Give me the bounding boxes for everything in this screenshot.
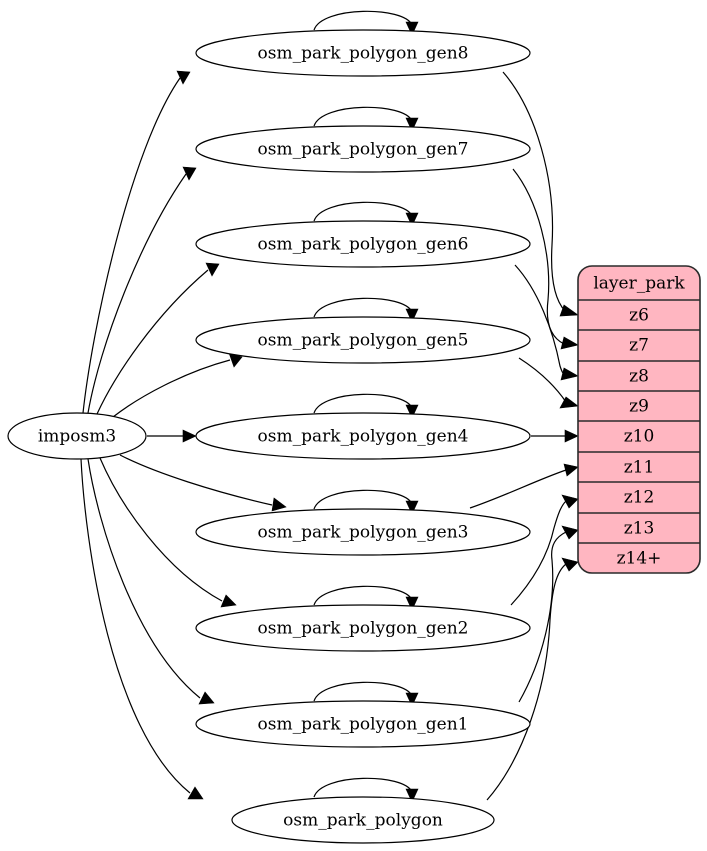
edge-osm_park_polygon_gen5-to-z9	[518, 357, 579, 409]
node-osm_park_polygon_gen6[interactable]: osm_park_polygon_gen6	[195, 201, 531, 268]
self-loop-osm_park_polygon_gen5	[313, 297, 419, 323]
edge-imposm3-to-osm_park_polygon_gen1	[87, 458, 215, 705]
node-osm_park_polygon_gen7[interactable]: osm_park_polygon_gen7	[195, 106, 531, 173]
self-loop-osm_park_polygon_gen3	[313, 489, 419, 515]
edge-osm_park_polygon_gen8-to-z6	[502, 71, 579, 317]
osm_park_polygon_gen1-ellipse[interactable]	[195, 700, 531, 748]
osm_park_polygon_gen3-ellipse[interactable]	[195, 508, 531, 556]
edge-osm_park_polygon_gen6-to-z8	[514, 264, 579, 381]
self-loop-osm_park_polygon_gen1	[313, 681, 419, 707]
edge-imposm3-to-osm_park_polygon_gen7	[87, 166, 197, 414]
node-osm_park_polygon_gen8[interactable]: osm_park_polygon_gen8	[195, 10, 531, 77]
self-loop-osm_park_polygon_gen6	[313, 201, 419, 227]
osm_park_polygon_gen8-ellipse[interactable]	[195, 29, 531, 77]
layer-row-z10[interactable]: z10	[624, 427, 655, 447]
layer-park-table-body	[577, 265, 701, 574]
osm_park_polygon-ellipse[interactable]	[231, 796, 495, 844]
edge-imposm3-to-osm_park_polygon_gen8	[82, 70, 191, 414]
node-osm_park_polygon_gen4[interactable]: osm_park_polygon_gen4	[195, 393, 531, 460]
edge-imposm3-to-osm_park_polygon	[80, 458, 204, 800]
self-loop-osm_park_polygon_gen4	[313, 393, 419, 419]
layer-row-z13[interactable]: z13	[624, 519, 655, 539]
osm_park_polygon_gen5-label: osm_park_polygon_gen5	[258, 331, 469, 351]
edge-group-tables-to-layer	[469, 71, 579, 801]
self-loop-osm_park_polygon_gen2	[313, 585, 419, 611]
self-loop-osm_park_polygon	[313, 777, 419, 803]
osm_park_polygon-label: osm_park_polygon	[283, 811, 443, 831]
osm_park_polygon_gen4-label: osm_park_polygon_gen4	[258, 427, 469, 447]
osm_park_polygon_gen4-ellipse[interactable]	[195, 412, 531, 460]
node-imposm3[interactable]: imposm3	[7, 412, 147, 460]
layer-row-z14plus[interactable]: z14+	[617, 549, 662, 569]
layer-row-z12[interactable]: z12	[624, 488, 655, 508]
layer-row-z11[interactable]: z11	[624, 458, 655, 478]
edge-osm_park_polygon_gen2-to-z12	[510, 494, 579, 606]
edge-imposm3-to-osm_park_polygon_gen6	[96, 262, 220, 415]
osm_park_polygon_gen7-ellipse[interactable]	[195, 125, 531, 173]
edge-osm_park_polygon_gen3-to-z11	[469, 463, 579, 509]
layer-row-z8[interactable]: z8	[629, 367, 649, 387]
self-loop-osm_park_polygon_gen7	[313, 106, 419, 132]
layer-park-table[interactable]: layer_park z6 z7 z8 z9 z10 z11 z12 z13 z…	[577, 265, 701, 574]
osm_park_polygon_gen5-ellipse[interactable]	[195, 316, 531, 364]
osm_park_polygon_gen3-label: osm_park_polygon_gen3	[258, 523, 469, 543]
osm_park_polygon_gen8-label: osm_park_polygon_gen8	[258, 44, 469, 64]
edge-osm_park_polygon_gen4-to-z10	[531, 429, 579, 443]
layer-row-z9[interactable]: z9	[629, 397, 649, 417]
osm_park_polygon_gen2-label: osm_park_polygon_gen2	[258, 619, 469, 639]
node-osm_park_polygon_gen3[interactable]: osm_park_polygon_gen3	[195, 489, 531, 556]
layer-park-header-label: layer_park	[593, 274, 685, 294]
layer-row-z6[interactable]: z6	[629, 306, 649, 326]
edge-imposm3-to-osm_park_polygon_gen5	[112, 352, 243, 418]
node-osm_park_polygon_gen2[interactable]: osm_park_polygon_gen2	[195, 585, 531, 652]
osm_park_polygon_gen2-ellipse[interactable]	[195, 604, 531, 652]
osm_park_polygon_gen7-label: osm_park_polygon_gen7	[258, 140, 469, 160]
edge-imposm3-to-osm_park_polygon_gen4	[147, 429, 197, 443]
node-osm_park_polygon_gen1[interactable]: osm_park_polygon_gen1	[195, 681, 531, 748]
node-osm_park_polygon[interactable]: osm_park_polygon	[231, 777, 495, 844]
edge-osm_park_polygon_gen1-to-z13	[518, 525, 579, 703]
edge-imposm3-to-osm_park_polygon_gen3	[119, 454, 287, 512]
imposm3-ellipse[interactable]	[7, 412, 147, 460]
self-loop-osm_park_polygon_gen8	[313, 10, 419, 36]
edge-osm_park_polygon_gen7-to-z7	[512, 168, 579, 350]
osm_park_polygon_gen1-label: osm_park_polygon_gen1	[258, 715, 469, 735]
layer-row-z7[interactable]: z7	[629, 336, 649, 356]
imposm3-label: imposm3	[38, 427, 116, 447]
osm_park_polygon_gen6-ellipse[interactable]	[195, 220, 531, 268]
edge-imposm3-to-osm_park_polygon_gen2	[99, 457, 237, 608]
edge-osm_park_polygon-to-z14plus	[486, 557, 579, 801]
node-osm_park_polygon_gen5[interactable]: osm_park_polygon_gen5	[195, 297, 531, 364]
osm_park_polygon_gen6-label: osm_park_polygon_gen6	[258, 235, 469, 255]
